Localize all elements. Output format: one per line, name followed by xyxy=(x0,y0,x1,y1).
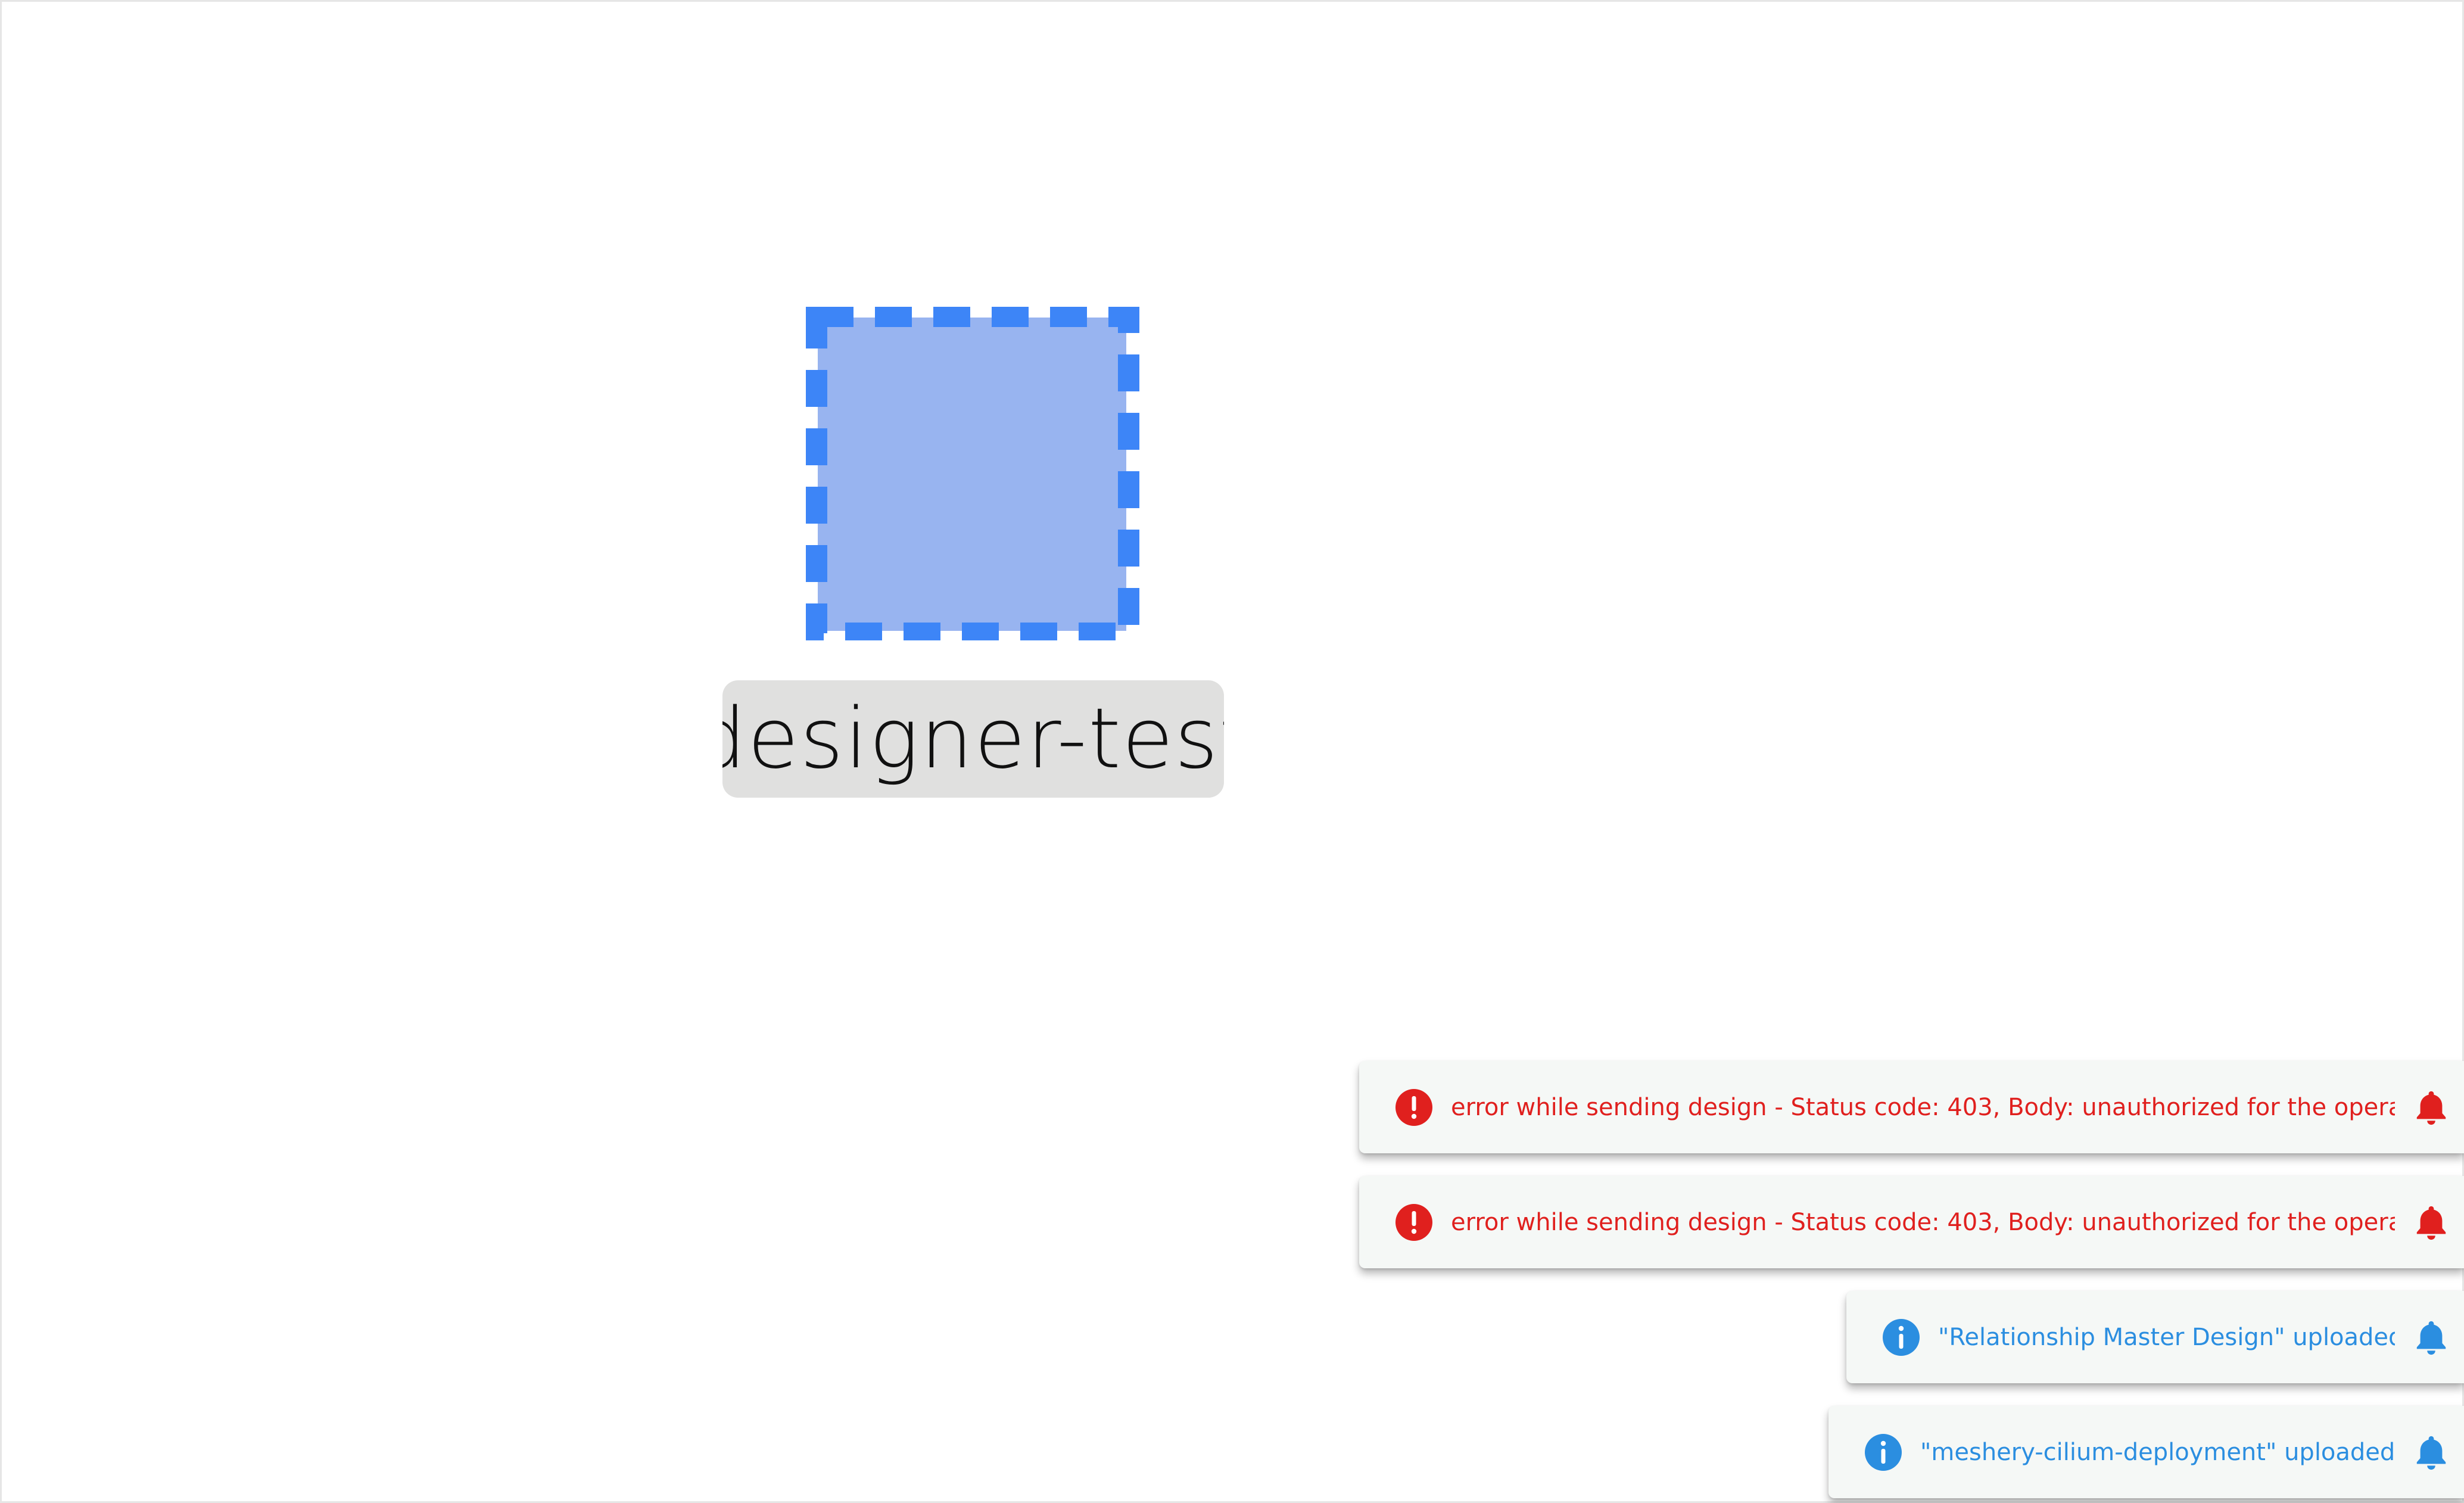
error-circle-icon xyxy=(1395,1203,1433,1241)
bell-icon[interactable] xyxy=(2413,1319,2450,1356)
notification-toast-error[interactable]: error while sending design - Status code… xyxy=(1359,1176,2464,1268)
notification-message: "meshery-cilium-deployment" uploaded. xyxy=(1920,1438,2395,1466)
bell-icon[interactable] xyxy=(2413,1434,2450,1471)
node-shape[interactable] xyxy=(806,307,1139,640)
notification-toast-info[interactable]: "meshery-cilium-deployment" uploaded. xyxy=(1828,1406,2464,1498)
notification-toast-error[interactable]: error while sending design - Status code… xyxy=(1359,1061,2464,1153)
notification-message: "Relationship Master Design" uploaded. xyxy=(1938,1323,2395,1351)
node-label[interactable]: designer-test xyxy=(722,680,1224,798)
notification-message: error while sending design - Status code… xyxy=(1451,1093,2395,1121)
info-circle-icon xyxy=(1864,1433,1902,1471)
bell-icon[interactable] xyxy=(2413,1089,2450,1126)
bell-icon[interactable] xyxy=(2413,1204,2450,1241)
error-circle-icon xyxy=(1395,1088,1433,1127)
info-circle-icon xyxy=(1882,1318,1920,1356)
notification-toast-info[interactable]: "Relationship Master Design" uploaded. xyxy=(1846,1291,2464,1383)
design-node[interactable] xyxy=(806,307,1139,640)
notification-message: error while sending design - Status code… xyxy=(1451,1208,2395,1236)
